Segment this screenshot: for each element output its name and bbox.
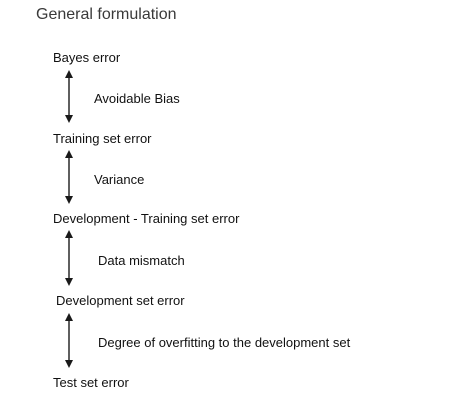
- level-bayes-error: Bayes error: [53, 50, 121, 65]
- level-test-set-error: Test set error: [53, 375, 129, 390]
- gap-label-variance: Variance: [94, 172, 145, 187]
- level-development-training-set-error: Development - Training set error: [53, 211, 240, 226]
- level-development-set-error: Development set error: [56, 293, 185, 308]
- level-training-set-error: Training set error: [53, 131, 152, 146]
- diagram-title: General formulation: [36, 6, 177, 23]
- gap-label-overfitting-dev-set: Degree of overfitting to the development…: [98, 335, 351, 350]
- gap-label-data-mismatch: Data mismatch: [98, 253, 185, 268]
- gap-label-avoidable-bias: Avoidable Bias: [94, 91, 180, 106]
